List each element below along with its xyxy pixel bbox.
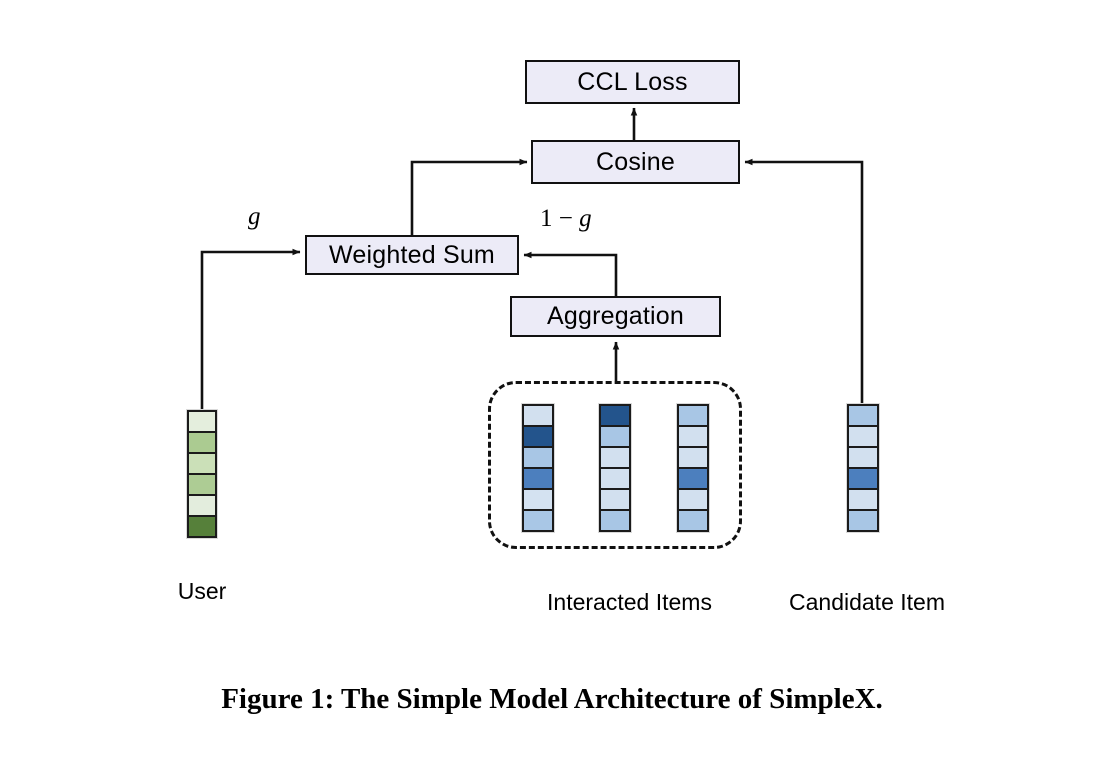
interacted-item-1-embedding-cell-3 — [522, 446, 554, 469]
interacted-items-group — [488, 381, 742, 549]
user-embedding-cell-5 — [187, 494, 217, 517]
interacted-item-1-embedding-cell-4 — [522, 467, 554, 490]
interacted-item-3-embedding-cell-3 — [677, 446, 709, 469]
interacted-item-3-embedding-cell-1 — [677, 404, 709, 427]
candidate-item-label: Candidate Item — [789, 589, 945, 615]
interacted-item-3-embedding-cell-6 — [677, 509, 709, 532]
gate-weight-one-minus-g-label: 1 − g — [540, 205, 592, 232]
interacted-item-1-embedding — [521, 403, 555, 533]
user-embedding — [186, 409, 218, 539]
node-cosine[interactable]: Cosine — [531, 140, 740, 184]
interacted-item-1-embedding-cell-1 — [522, 404, 554, 427]
candidate-item-embedding-cell-5 — [847, 488, 879, 511]
interacted-item-2-embedding-cell-1 — [599, 404, 631, 427]
user-embedding-cell-1 — [187, 410, 217, 433]
edge-aggregation-to-weighted-sum — [523, 251, 618, 296]
interacted-item-3-embedding-cell-2 — [677, 425, 709, 448]
edge-candidate-item-to-cosine — [744, 158, 864, 403]
node-aggregation-label: Aggregation — [546, 302, 685, 330]
interacted-item-2-embedding-cell-3 — [599, 446, 631, 469]
interacted-item-2-embedding — [598, 403, 632, 533]
interacted-item-1-embedding-cell-5 — [522, 488, 554, 511]
interacted-item-1-embedding-cell-2 — [522, 425, 554, 448]
user-label: User — [177, 578, 227, 604]
gate-weight-g-label: g — [248, 203, 261, 230]
candidate-item-embedding-cell-1 — [847, 404, 879, 427]
interacted-item-3-embedding — [676, 403, 710, 533]
interacted-item-3-embedding-cell-5 — [677, 488, 709, 511]
node-weighted-sum[interactable]: Weighted Sum — [305, 235, 519, 275]
user-embedding-cell-4 — [187, 473, 217, 496]
user-embedding-cell-3 — [187, 452, 217, 475]
interacted-item-2-embedding-cell-2 — [599, 425, 631, 448]
node-cosine-label: Cosine — [595, 147, 676, 176]
node-ccl-loss-label: CCL Loss — [577, 67, 688, 96]
interacted-item-2-embedding-cell-6 — [599, 509, 631, 532]
candidate-item-embedding-cell-6 — [847, 509, 879, 532]
candidate-item-embedding-cell-3 — [847, 446, 879, 469]
candidate-item-embedding-cell-2 — [847, 425, 879, 448]
interacted-item-2-embedding-cell-4 — [599, 467, 631, 490]
figure-caption: Figure 1: The Simple Model Architecture … — [221, 683, 883, 715]
interacted-item-1-embedding-cell-6 — [522, 509, 554, 532]
candidate-item-embedding-cell-4 — [847, 467, 879, 490]
edge-user-to-weighted-sum — [200, 248, 301, 409]
interacted-item-3-embedding-cell-4 — [677, 467, 709, 490]
candidate-item-embedding — [846, 403, 880, 533]
interacted-item-2-embedding-cell-5 — [599, 488, 631, 511]
user-embedding-cell-2 — [187, 431, 217, 454]
edge-weighted-sum-to-cosine — [410, 158, 528, 235]
node-ccl-loss[interactable]: CCL Loss — [525, 60, 740, 104]
node-aggregation[interactable]: Aggregation — [510, 296, 721, 337]
interacted-items-label: Interacted Items — [547, 589, 712, 615]
user-embedding-cell-6 — [187, 515, 217, 538]
node-weighted-sum-label: Weighted Sum — [329, 240, 495, 269]
